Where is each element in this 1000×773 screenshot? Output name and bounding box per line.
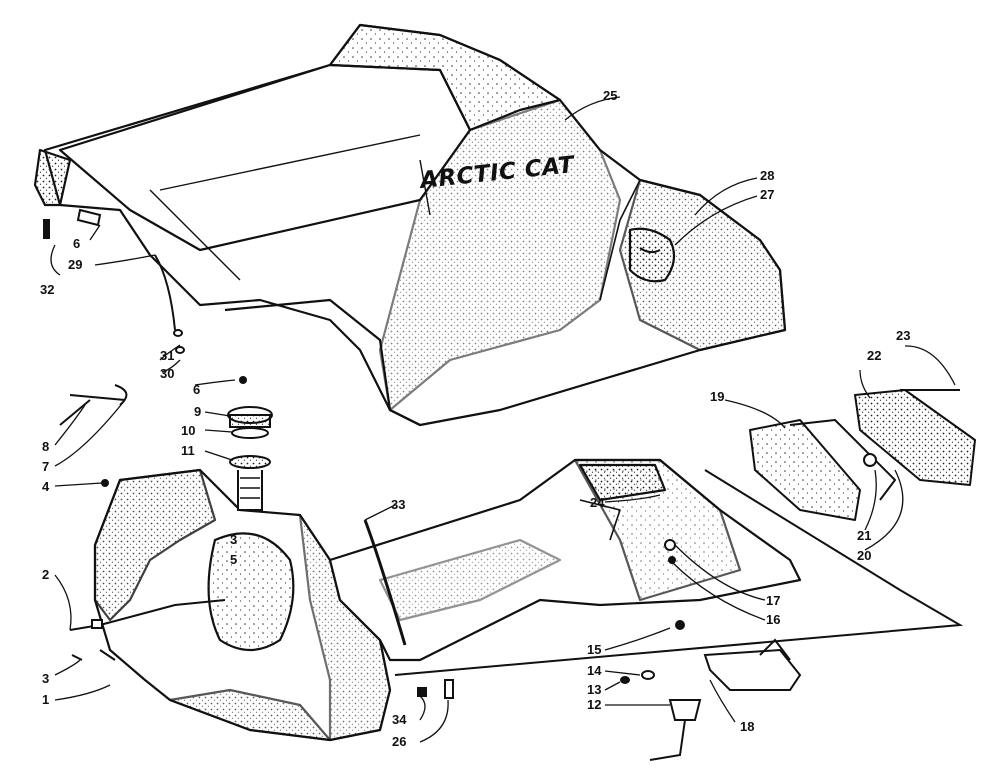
- callout-27: 27: [760, 187, 775, 202]
- vent-hose-8: [59, 399, 91, 426]
- clamps-3: [71, 649, 116, 661]
- pan-console-top: [578, 463, 667, 502]
- callout-33: 33: [391, 497, 406, 512]
- washer-31: [173, 329, 183, 337]
- fuel-cap-body: [229, 414, 271, 428]
- callout-6-lower: 6: [193, 382, 201, 397]
- adapter-11: [229, 455, 271, 469]
- leader-lines: [50, 96, 956, 743]
- wiring-and-bracket: [363, 469, 964, 761]
- wiring-harness: [394, 469, 964, 676]
- hood-lower-lip: [224, 298, 421, 426]
- callout-19: 19: [710, 389, 725, 404]
- callout-13: 13: [587, 682, 602, 697]
- callout-3-lower: 3: [42, 671, 50, 686]
- callout-17: 17: [766, 593, 781, 608]
- callout-20: 20: [857, 548, 872, 563]
- bracket-tab: [759, 638, 791, 661]
- vent-clip: [114, 384, 128, 406]
- taillight-base-19: [749, 419, 861, 521]
- fitting-4: [101, 479, 109, 487]
- hood-seam: [159, 134, 421, 191]
- fastener-6-lower: [239, 376, 247, 384]
- vent-line-7: [69, 394, 126, 401]
- tank-shading: [93, 468, 217, 622]
- wire-lead: [649, 719, 686, 761]
- clip-26: [444, 679, 454, 699]
- hood-vent: [628, 227, 676, 283]
- bracket-18: [703, 648, 802, 691]
- fuel-cap-stack: [227, 406, 273, 511]
- fastener-34: [417, 687, 427, 697]
- callout-34: 34: [392, 712, 407, 727]
- hood-front-shading: [618, 178, 787, 352]
- taillight-assembly: [749, 389, 976, 521]
- callout-12: 12: [587, 697, 602, 712]
- hood-strap: [154, 254, 176, 331]
- filler-neck: [237, 470, 263, 511]
- washer-30: [175, 346, 185, 354]
- hood-rib-2: [419, 159, 431, 216]
- callout-23: 23: [896, 328, 911, 343]
- fuel-line-2: [69, 599, 226, 631]
- callout-22: 22: [867, 348, 882, 363]
- callout-18: 18: [740, 719, 755, 734]
- hood-nose: [33, 148, 72, 207]
- tank-lower-shading: [168, 688, 332, 742]
- callout-21: 21: [857, 528, 872, 543]
- hood-strap-hardware: [43, 208, 661, 384]
- hose-33: [363, 519, 407, 646]
- hood-rib: [149, 189, 241, 281]
- callout-26: 26: [392, 734, 407, 749]
- hood-side-edge: [599, 149, 641, 301]
- callout-28: 28: [760, 168, 775, 183]
- filler-threads: [240, 477, 260, 499]
- tank-inner-curve: [207, 532, 295, 651]
- callout-2: 2: [42, 567, 50, 582]
- nut-16: [668, 556, 676, 564]
- callout-31: 31: [160, 348, 175, 363]
- callout-32: 32: [40, 282, 55, 297]
- callout-8: 8: [42, 439, 50, 454]
- chassis-belly-pan: [328, 458, 802, 662]
- screw-32: [43, 219, 50, 239]
- washer-14: [641, 670, 655, 680]
- callout-1: 1: [42, 692, 50, 707]
- filter: [91, 619, 103, 629]
- mount-12: [668, 699, 702, 721]
- nut-13: [620, 676, 630, 684]
- callout-6-upper: 6: [73, 236, 81, 251]
- callout-4: 4: [42, 479, 50, 494]
- callout-10: 10: [181, 423, 196, 438]
- callout-3-upper: 3: [230, 532, 238, 547]
- callout-16: 16: [766, 612, 781, 627]
- callout-29: 29: [68, 257, 83, 272]
- grommet-27: [639, 247, 661, 254]
- callout-9: 9: [194, 404, 202, 419]
- taillight-gasket: [789, 419, 896, 501]
- callout-11: 11: [181, 443, 195, 458]
- callout-7: 7: [42, 459, 50, 474]
- screw-15: [675, 620, 685, 630]
- fuel-tank: [93, 468, 392, 742]
- hood-assembly: [33, 23, 787, 427]
- callout-15: 15: [587, 642, 602, 657]
- pan-console-inner: [579, 499, 621, 541]
- bolt-17: [664, 539, 676, 551]
- callout-24: 24: [590, 495, 605, 510]
- callout-5: 5: [230, 552, 238, 567]
- callout-14: 14: [587, 663, 602, 678]
- taillight-lens-22: [854, 389, 976, 486]
- hood-side-shading: [378, 98, 622, 412]
- callout-30: 30: [160, 366, 175, 381]
- gasket-10: [231, 427, 269, 439]
- clip-6-upper: [76, 208, 102, 227]
- callout-25: 25: [603, 88, 618, 103]
- bulb-21: [863, 453, 877, 467]
- fuel-lines: [59, 384, 226, 661]
